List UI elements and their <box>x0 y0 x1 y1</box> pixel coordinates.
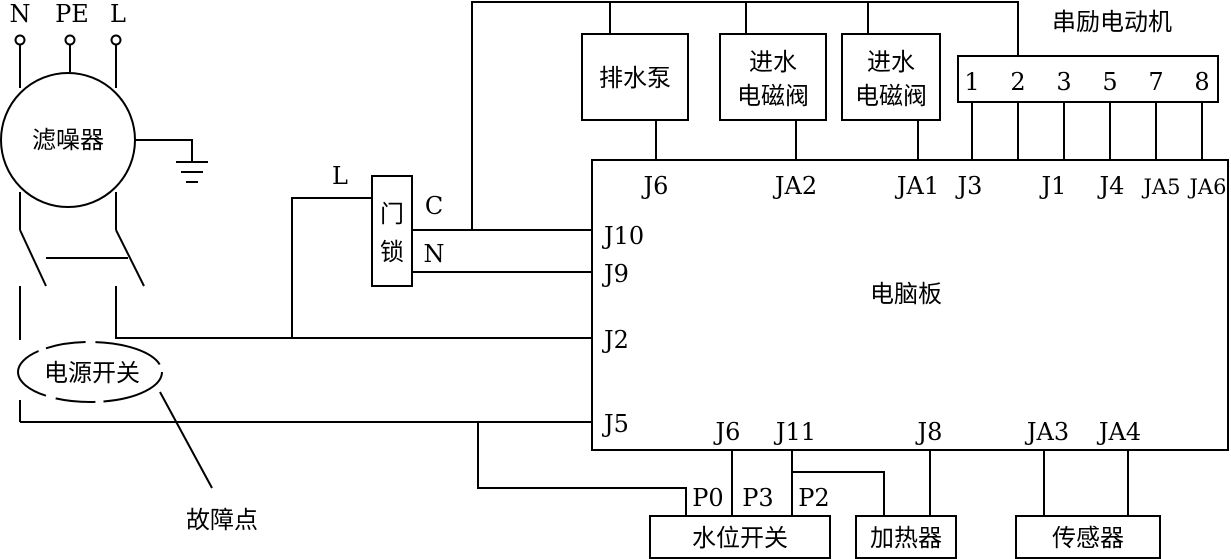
board-connector-top: J1 <box>1039 172 1067 200</box>
motor-pin: 2 <box>1010 68 1025 96</box>
inlet-valve-a-label-top: 进水 <box>749 48 797 76</box>
terminal-l-label: L <box>110 0 126 28</box>
board-connector-top: JA2 <box>772 172 817 200</box>
motor-pin: 8 <box>1194 68 1209 96</box>
water-level-switch-label: 水位开关 <box>692 524 788 552</box>
control-board-label: 电脑板 <box>870 280 942 308</box>
board-connector-left: J10 <box>601 222 644 250</box>
series-motor: 串励电动机 1 2 3 5 7 8 <box>957 8 1219 103</box>
board-connector-top: JA1 <box>894 172 939 200</box>
noise-filter: 滤噪器 <box>0 72 136 208</box>
board-connector-bottom: JA4 <box>1096 418 1141 446</box>
terminal-pe-circle <box>64 34 76 46</box>
fault-point-label: 故障点 <box>186 506 258 534</box>
door-lock-label-top: 门 <box>380 200 404 228</box>
board-connector-left: J2 <box>601 326 629 354</box>
water-level-switch: P0 P3 P2 水位开关 <box>649 484 831 559</box>
switch-blade-l <box>115 229 145 287</box>
board-connector-top: JA5 <box>1142 175 1181 199</box>
board-connector-left: J9 <box>601 260 629 288</box>
board-connector-bottom: J11 <box>773 418 816 446</box>
door-lock-label-bottom: 锁 <box>380 238 404 266</box>
board-connector-top: J3 <box>955 172 983 200</box>
door-lock: 门 锁 L C N <box>332 162 445 287</box>
board-connector-bottom: J8 <box>915 418 943 446</box>
terminal-n-label: N <box>10 0 31 28</box>
door-lock-pin-l: L <box>332 162 348 190</box>
filter-label: 滤噪器 <box>32 126 104 154</box>
drain-pump: 排水泵 <box>581 33 689 121</box>
motor-pin: 5 <box>1102 68 1117 96</box>
water-level-pin: P0 <box>692 484 723 512</box>
wire-door-lock-l <box>291 197 372 338</box>
control-board: 电脑板 J6 JA2 JA1 J3 J1 J4 JA5 JA6 J10 J9 J… <box>591 159 1229 451</box>
terminal-n-circle <box>14 34 26 46</box>
board-connector-top: J6 <box>641 172 669 200</box>
motor-pin: 1 <box>964 68 979 96</box>
motor-terminal-block <box>957 55 1219 103</box>
board-connector-top: J4 <box>1097 172 1125 200</box>
inlet-valve-b-label-top: 进水 <box>867 48 915 76</box>
drain-pump-label: 排水泵 <box>599 64 671 92</box>
heater: 加热器 <box>855 515 957 559</box>
board-connector-left: J5 <box>601 410 629 438</box>
wire-j11-heater <box>791 450 885 516</box>
inlet-valve-a: 进水 电磁阀 <box>719 33 827 121</box>
terminal-pe-label: PE <box>55 0 89 28</box>
board-connector-bottom: JA3 <box>1024 418 1069 446</box>
board-connector-bottom: J6 <box>713 418 741 446</box>
water-level-pin: P3 <box>742 484 773 512</box>
sensor: 传感器 <box>1015 515 1161 559</box>
switch-blade-n <box>19 229 47 287</box>
door-lock-pin-c: C <box>425 192 443 220</box>
inlet-valve-a-label-bottom: 电磁阀 <box>737 82 809 110</box>
wire-j5-to-p0 <box>477 422 687 516</box>
supply-terminals: N PE L <box>10 0 126 46</box>
water-level-pin: P2 <box>798 484 829 512</box>
door-lock-pin-n: N <box>424 240 445 268</box>
inlet-valve-b-label-bottom: 电磁阀 <box>855 82 927 110</box>
board-connector-top: JA6 <box>1188 175 1227 199</box>
power-switch: 电源开关 <box>17 341 163 403</box>
sensor-label: 传感器 <box>1052 524 1124 552</box>
inlet-valve-b: 进水 电磁阀 <box>841 33 941 121</box>
motor-pin: 7 <box>1148 68 1163 96</box>
wire-ground <box>135 139 193 162</box>
wire-to-j2 <box>115 286 592 339</box>
power-switch-ellipse <box>17 341 163 403</box>
motor-pin: 3 <box>1056 68 1071 96</box>
fault-pointer-line <box>159 391 213 489</box>
terminal-l-circle <box>110 34 122 46</box>
ground-symbol <box>176 161 208 183</box>
wires <box>19 1 1203 516</box>
power-switch-label: 电源开关 <box>44 359 140 387</box>
motor-label: 串励电动机 <box>1052 8 1172 36</box>
heater-label: 加热器 <box>870 524 942 552</box>
